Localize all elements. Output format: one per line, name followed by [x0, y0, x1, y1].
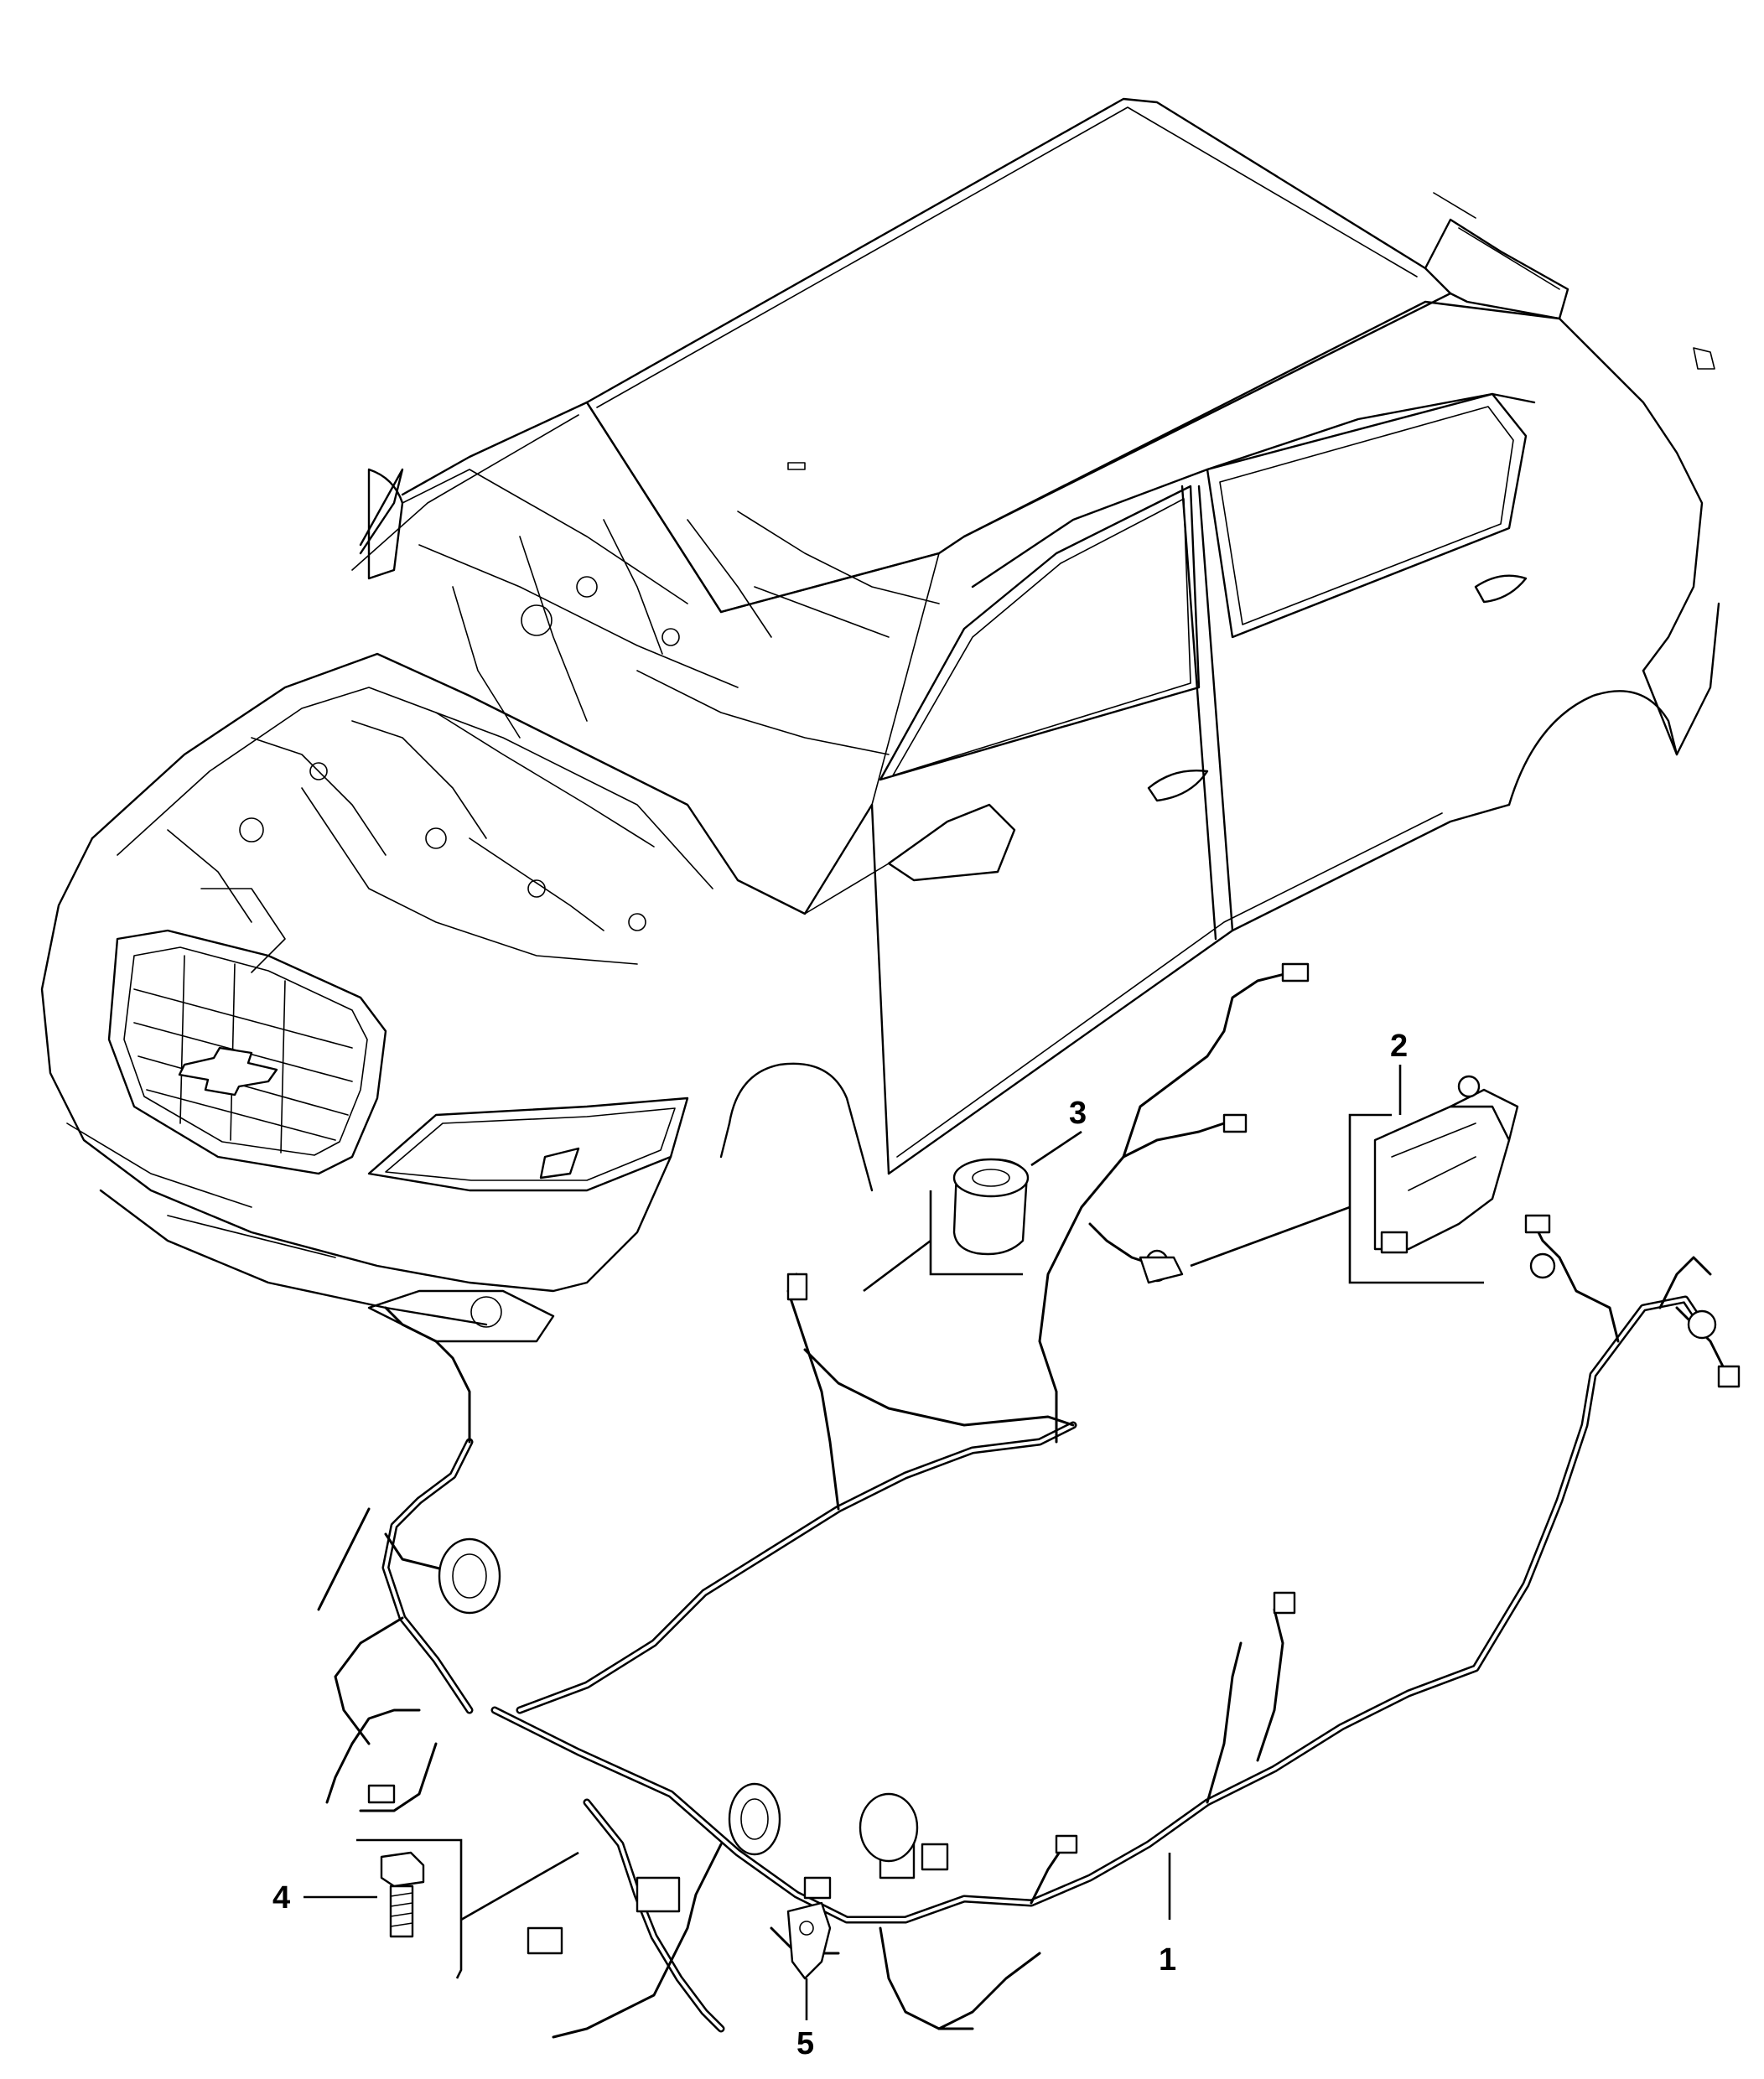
svg-text:4: 4	[272, 1880, 290, 1916]
vehicle-body-outline	[40, 97, 1720, 1343]
part-4-bolt	[356, 1838, 579, 1979]
callout-4: 4	[272, 1880, 377, 1916]
svg-text:5: 5	[796, 2026, 814, 2061]
svg-text:2: 2	[1390, 1029, 1408, 1064]
part-5-clip	[786, 1901, 832, 2020]
callout-5: 5	[796, 2026, 814, 2061]
callout-3: 3	[1030, 1096, 1087, 1167]
callout-2: 2	[1390, 1029, 1408, 1115]
wiring-harness	[317, 962, 1741, 2039]
svg-text:1: 1	[1159, 1942, 1176, 1978]
callout-labels: 1 2 3 4 5	[272, 1029, 1408, 2061]
part-3-tape-roll	[863, 1158, 1030, 1293]
callout-1: 1	[1159, 1853, 1176, 1978]
svg-text:3: 3	[1069, 1096, 1087, 1131]
part-2-bracket	[1190, 1075, 1519, 1284]
